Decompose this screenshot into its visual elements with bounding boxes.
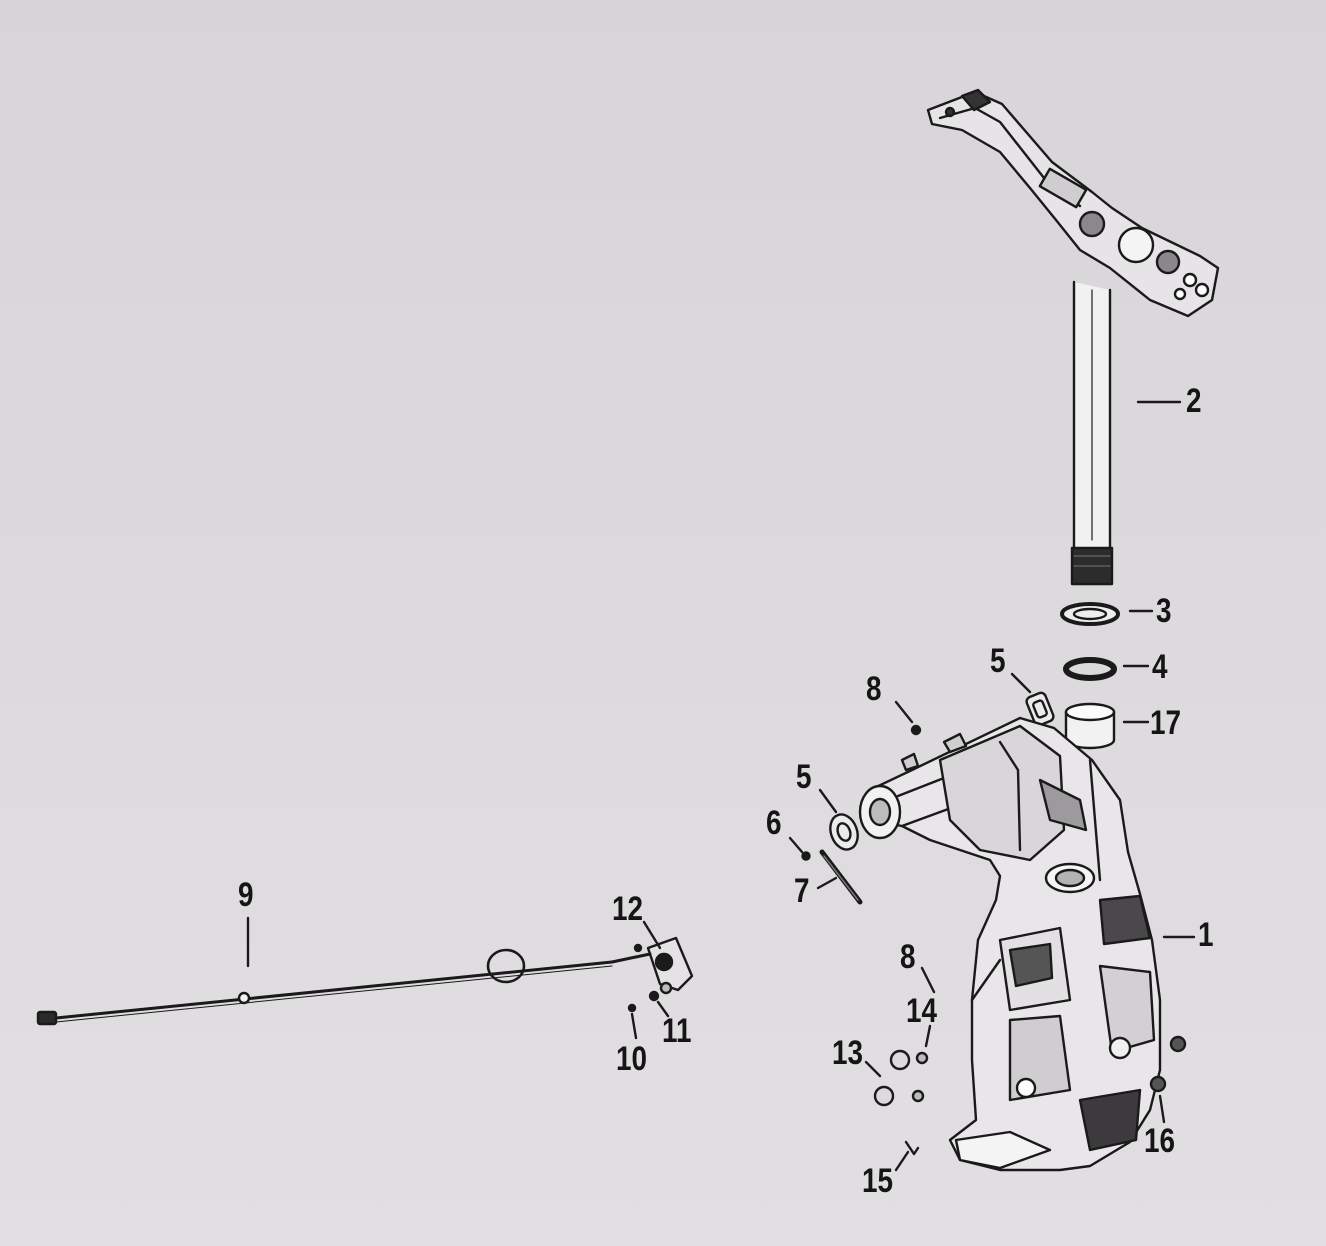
callout-15: 15 — [862, 1162, 894, 1200]
bolt-part-15 — [904, 1140, 920, 1156]
callout-9: 9 — [238, 876, 254, 914]
leader-line-8-lower — [920, 966, 936, 994]
callout-6: 6 — [766, 804, 782, 842]
screw-part-8-upper — [910, 724, 922, 736]
leader-line-10 — [630, 1012, 638, 1040]
callout-3: 3 — [1156, 592, 1172, 630]
cable-rod-part-9 — [36, 948, 614, 1026]
leader-line-6 — [788, 836, 804, 854]
callout-17: 17 — [1150, 704, 1182, 742]
clip-part-10 — [627, 1003, 637, 1013]
grease-fitting-part-13 — [873, 1049, 911, 1107]
leader-line-8-upper — [894, 700, 914, 724]
callout-5-upper: 5 — [990, 642, 1006, 680]
spring-part-7 — [819, 849, 863, 905]
washer-part-3 — [1060, 602, 1120, 626]
callout-13: 13 — [832, 1034, 864, 1072]
callout-16: 16 — [1144, 1122, 1176, 1160]
steering-stem-part — [926, 88, 1220, 586]
callout-10: 10 — [616, 1040, 648, 1078]
clamp-part-12 — [610, 936, 694, 992]
seal-ring-part-4 — [1063, 657, 1117, 681]
swivel-bracket-part-1 — [858, 716, 1162, 1172]
leader-line-14 — [924, 1024, 932, 1048]
leader-line-11 — [656, 1000, 670, 1018]
callout-8-upper: 8 — [866, 670, 882, 708]
callout-1: 1 — [1198, 916, 1214, 954]
bushing-part-5-upper — [1025, 691, 1055, 727]
leader-line-12 — [642, 920, 662, 950]
callout-2: 2 — [1186, 382, 1202, 420]
callout-5-lower: 5 — [796, 758, 812, 796]
callout-8-lower: 8 — [900, 938, 916, 976]
leader-line-13 — [864, 1060, 882, 1078]
washer-part-11 — [648, 981, 673, 1002]
washer-part-14 — [911, 1051, 929, 1103]
bearing-bushing-part-17 — [1064, 702, 1116, 750]
callout-11: 11 — [662, 1012, 692, 1050]
callout-14: 14 — [906, 992, 938, 1030]
leader-line-5-upper — [1010, 672, 1032, 694]
leader-line-15 — [894, 1150, 910, 1172]
leader-line-5-lower — [818, 788, 838, 814]
nut-part-16 — [1149, 1035, 1187, 1093]
leader-line-7 — [816, 876, 838, 890]
bushing-part-5-lower — [829, 813, 859, 851]
callout-4: 4 — [1152, 648, 1168, 686]
callout-7: 7 — [794, 872, 810, 910]
callout-12: 12 — [612, 890, 644, 928]
leader-line-16 — [1158, 1094, 1166, 1124]
ball-part-6 — [801, 851, 811, 861]
